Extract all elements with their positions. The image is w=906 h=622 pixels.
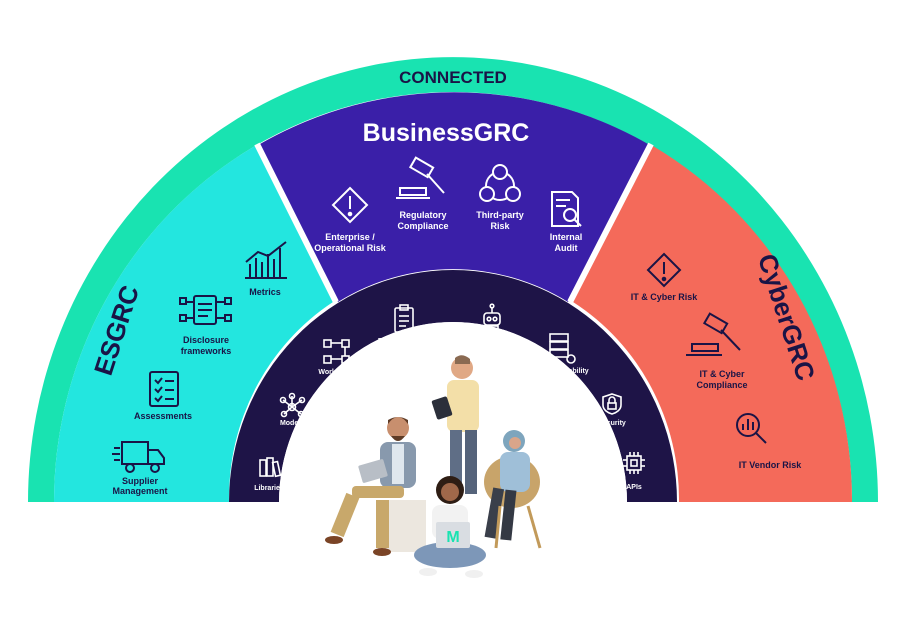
connected-label: CONNECTED [399, 68, 507, 87]
checklist-icon [149, 371, 179, 407]
it-cyber-compliance-label-1: IT & Cyber [699, 369, 745, 379]
workflow-icon [323, 339, 350, 364]
warning-diamond-icon [646, 252, 682, 288]
seated-man-left [325, 417, 426, 556]
supplier-label-1: Supplier [122, 476, 159, 486]
network-users-icon [479, 164, 521, 202]
regulatory-label-2: Compliance [397, 221, 448, 231]
truck-icon [112, 441, 165, 473]
clipboard-icon [394, 304, 414, 333]
chip-icon [623, 452, 645, 474]
cybergrc-segment [573, 146, 853, 502]
libraries-label: Libraries [254, 485, 284, 492]
security-label: Security [598, 420, 626, 427]
esgrc-segment [53, 146, 333, 502]
disclosure-label-2: frameworks [181, 346, 232, 356]
robot-icon [483, 303, 501, 334]
third-party-label-2: Risk [490, 221, 510, 231]
internal-audit-label-1: Internal [550, 232, 583, 242]
metrics-label: Metrics [249, 287, 281, 297]
gavel-icon [686, 312, 741, 356]
businessgrc-segment [260, 92, 648, 303]
lock-shield-icon [602, 393, 622, 415]
enterprise-label-1: Enterprise / [325, 232, 375, 242]
ai-ml-label: AI/ML [482, 338, 502, 345]
laptop-logo: M [446, 529, 459, 546]
workflows-label: Workflows [318, 369, 353, 376]
models-label: Models [280, 420, 304, 427]
it-vendor-risk-label: IT Vendor Risk [739, 460, 803, 470]
configurability-label: Configurability [539, 368, 588, 375]
standing-person [431, 355, 479, 494]
magnifier-chart-icon [736, 413, 767, 444]
platform-ring [229, 270, 677, 502]
third-party-label-1: Third-party [476, 210, 524, 220]
document-flow-icon [179, 295, 232, 325]
network-icon [279, 392, 306, 418]
warning-diamond-icon [331, 186, 369, 224]
apis-label: APIs [626, 484, 642, 491]
books-icon [259, 457, 282, 478]
disclosure-label-1: Disclosure [183, 335, 229, 345]
team-photo: M [325, 355, 542, 578]
seated-woman-front: M [414, 476, 486, 578]
seated-woman-right [484, 430, 542, 549]
document-search-icon [551, 191, 582, 227]
business-rules-label: Business Rules [378, 338, 430, 345]
gavel-icon [396, 156, 445, 199]
internal-audit-label-2: Audit [555, 243, 578, 253]
businessgrc-title: BusinessGRC [363, 119, 530, 147]
enterprise-label-2: Operational Risk [314, 243, 387, 253]
server-gear-icon [549, 333, 576, 364]
assessments-label: Assessments [134, 411, 192, 421]
bar-chart-icon [245, 241, 287, 279]
it-cyber-risk-label: IT & Cyber Risk [631, 292, 699, 302]
it-cyber-compliance-label-2: Compliance [696, 380, 747, 390]
supplier-label-2: Management [112, 486, 167, 496]
regulatory-label-1: Regulatory [399, 210, 446, 220]
